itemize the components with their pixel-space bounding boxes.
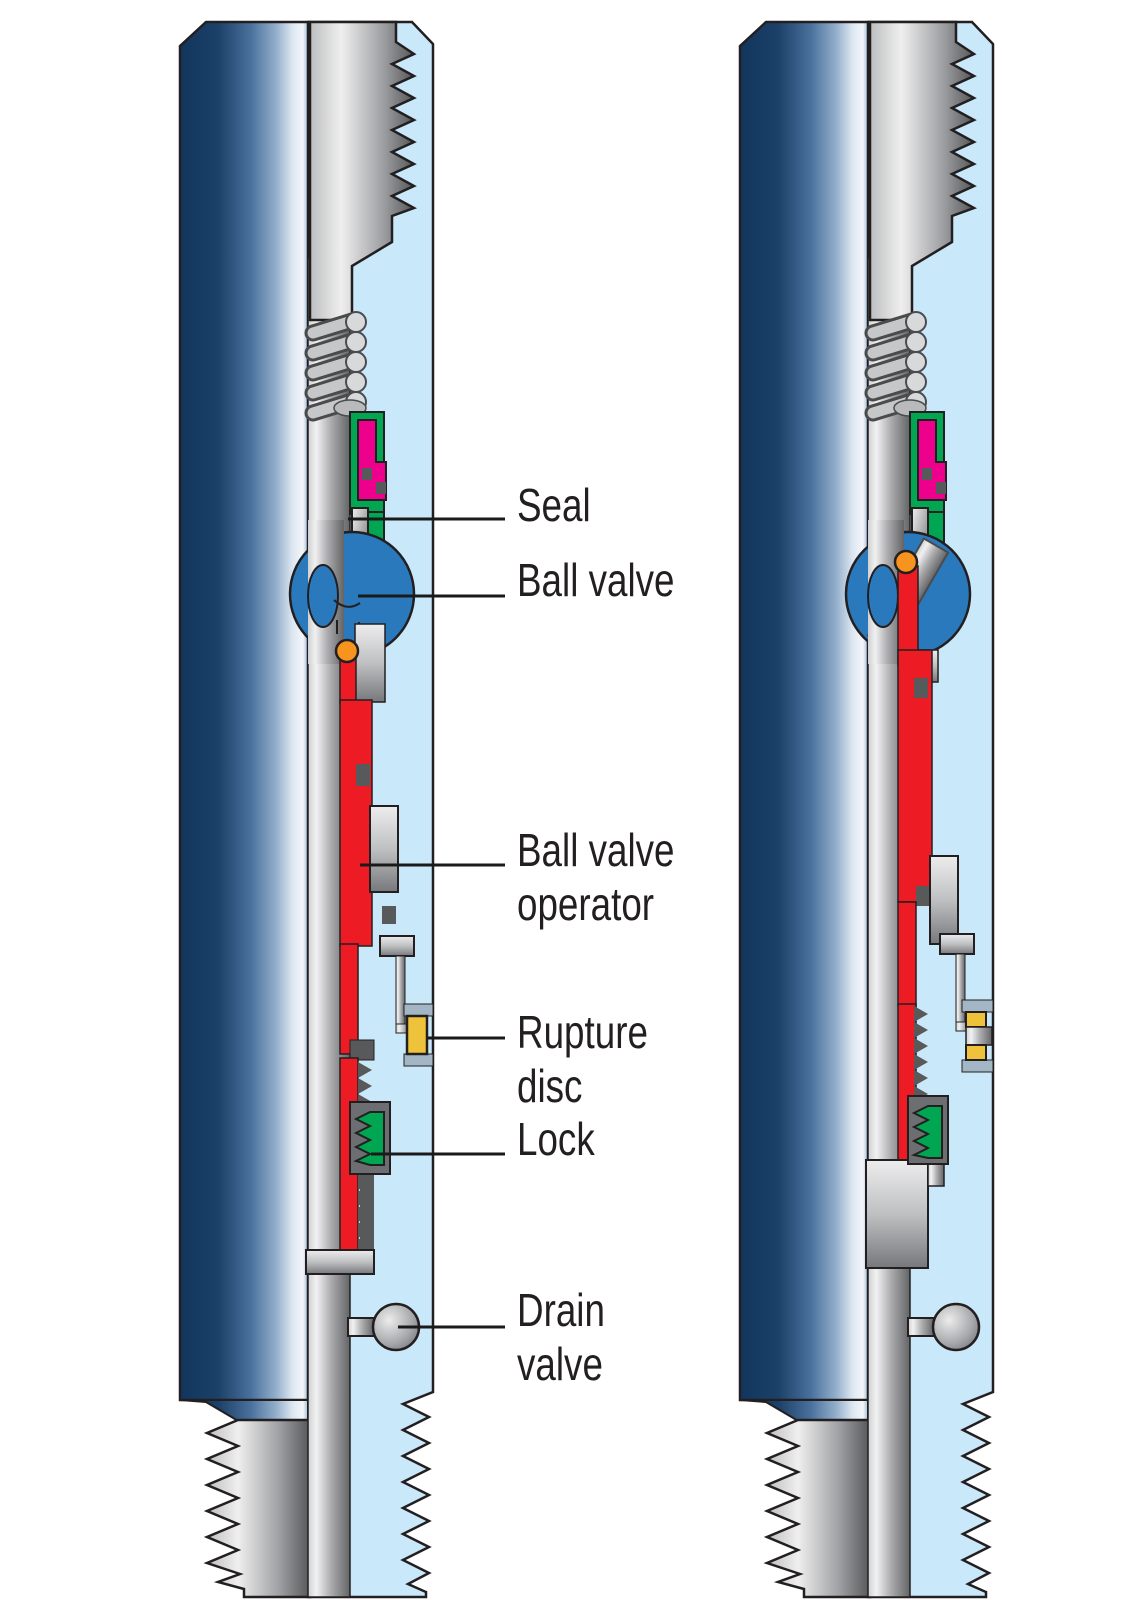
ball-seat: [354, 623, 386, 703]
ball-valve-closed: [288, 520, 416, 703]
tool-left-closed: [180, 22, 433, 1597]
ball-pivot-pin: [334, 638, 360, 664]
label-rupture-disc: Rupture disc: [517, 1006, 648, 1112]
label-ball-valve-operator: Ball valve operator: [517, 824, 675, 930]
label-seal: Seal: [517, 479, 591, 531]
tool-right-open: [740, 22, 993, 1597]
rupture-disc-fragment-top: [965, 1011, 987, 1028]
lock-engaged: [349, 1101, 391, 1175]
rupture-disc-fragment-bottom: [965, 1044, 987, 1061]
label-lock: Lock: [517, 1113, 595, 1165]
piston-and-rupture-disc-burst: [929, 855, 994, 1073]
lower-sleeve: [865, 1159, 929, 1269]
label-ball-valve: Ball valve: [517, 554, 675, 606]
ball-pivot-pin: [893, 549, 919, 575]
piston-and-rupture-disc: [369, 805, 434, 1067]
label-drain-valve: Drain valve: [517, 1284, 605, 1390]
lock-engaged: [907, 1095, 949, 1165]
rupture-disc-intact: [405, 1014, 429, 1056]
rupture-disc-plug: [965, 1026, 993, 1046]
